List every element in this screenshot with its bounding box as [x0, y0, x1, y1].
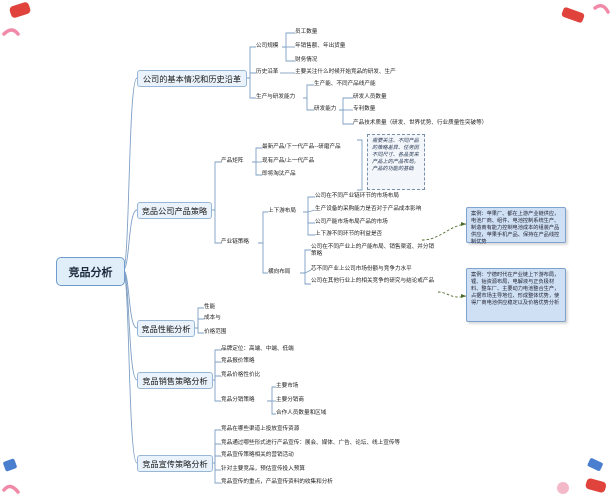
leaf-promotion-2[interactable]: 竞品通过哪些形式进行产品宣传：展会、媒体、广告、论坛、线上宣传等	[221, 440, 401, 446]
leaf-upstream-2[interactable]: 生产设备的采购能力是否对于产品成本影响	[315, 206, 422, 212]
leaf-promotion-4[interactable]: 针对主要竞品，预估宣传投入预算	[221, 466, 305, 472]
node-distribution[interactable]: 竞品分销策略	[221, 397, 255, 403]
leaf-performance-1[interactable]: 性能	[204, 304, 216, 310]
leaf-product-3[interactable]: 即将淘汰产品	[262, 171, 296, 177]
leaf-scale-2[interactable]: 年销售额、年出货量	[295, 43, 346, 49]
case-callout-2: 案例：宁德时代在产业链上下游布局，锂、钴资源布局，电解液与正负极材料、整车厂、主…	[466, 268, 566, 322]
leaf-rd-2[interactable]: 专利数量	[353, 106, 376, 112]
node-history[interactable]: 历史沿革	[256, 69, 279, 75]
leaf-promotion-1[interactable]: 竞品在哪些渠道上投放宣传资源	[221, 426, 300, 432]
node-company-scale[interactable]: 公司规模	[256, 43, 279, 49]
leaf-product-1[interactable]: 最新产品/下一代产品--研磨产品	[262, 144, 341, 150]
branch-company-basics[interactable]: 公司的基本情况和历史沿革	[137, 70, 247, 87]
branch-promotion-strategy[interactable]: 竞品宣传策略分析	[137, 455, 213, 472]
leaf-sales-3[interactable]: 竞品价格性价比	[221, 372, 261, 378]
node-product-matrix[interactable]: 产品矩阵	[221, 158, 244, 164]
leaf-upstream-3[interactable]: 公司产能市场布局产品的市场	[315, 219, 388, 225]
node-upstream[interactable]: 上下游布局	[268, 208, 296, 214]
leaf-transverse-2[interactable]: 芯不同产业上公司市场份额与竞争力水平	[311, 266, 412, 272]
leaf-promotion-5[interactable]: 竞品宣传的重点，产品宣传资料的收集和分析	[221, 479, 333, 485]
leaf-transverse-1[interactable]: 公司在不同产业上的产能布局、销售渠道、并分销策略	[311, 244, 435, 257]
branch-performance[interactable]: 竞品性能分析	[137, 320, 195, 337]
leaf-performance-2[interactable]: 成本与	[204, 315, 221, 321]
leaf-scale-3[interactable]: 财务情况	[295, 57, 318, 63]
leaf-production[interactable]: 生产能、不同产品线产能	[314, 81, 376, 87]
leaf-transverse-3[interactable]: 公司在其他行业上的相关竞争的研究与结论或产品	[311, 278, 435, 284]
leaf-distribution-2[interactable]: 主要分销商	[276, 397, 304, 403]
leaf-sales-1[interactable]: 品牌定位：高端、中端、低端	[221, 346, 294, 352]
leaf-upstream-4[interactable]: 上下游不同环节的利益是否	[315, 231, 383, 237]
node-rd[interactable]: 研发能力	[314, 106, 337, 112]
leaf-rd-3[interactable]: 产品技术质量（研发、世界优势、行业质量性突破等）	[353, 120, 488, 126]
node-industry-chain[interactable]: 产业链策略	[221, 239, 249, 245]
leaf-distribution-3[interactable]: 合作人员数量和区域	[276, 410, 327, 416]
node-transverse[interactable]: 横向布局	[268, 269, 291, 275]
leaf-performance-3[interactable]: 价格范围	[204, 329, 227, 335]
root-node[interactable]: 竞品分析	[56, 257, 125, 286]
leaf-scale-1[interactable]: 员工数量	[295, 29, 318, 35]
leaf-distribution-1[interactable]: 主要市场	[276, 383, 299, 389]
leaf-rd-1[interactable]: 研发人员数量	[353, 94, 387, 100]
leaf-product-2[interactable]: 现有产品/上一代产品	[262, 158, 315, 164]
leaf-history[interactable]: 主要关注什么时候开始竞品的研发、生产	[295, 69, 396, 75]
leaf-sales-2[interactable]: 竞品报价策略	[221, 358, 255, 364]
case-callout-1: 案例：苹果厂、都在上游产业链供应，电池厂商、组件、电池控制系统生产、制造商有能力…	[466, 207, 566, 245]
leaf-upstream-1[interactable]: 公司在不同产业链环节的市场布局	[315, 193, 399, 199]
branch-product-strategy[interactable]: 竞品公司产品策略	[137, 202, 212, 219]
leaf-promotion-3[interactable]: 竞品宣传策略相关的营销活动	[221, 452, 294, 458]
branch-sales-strategy[interactable]: 竞品销售策略分析	[137, 372, 213, 389]
node-capacity[interactable]: 生产与研发能力	[256, 94, 296, 100]
product-matrix-note: 需要关注、不同产品的策略差异、任务因不同尺寸、各品类来产品上的产品布局。产品的功…	[367, 134, 425, 190]
